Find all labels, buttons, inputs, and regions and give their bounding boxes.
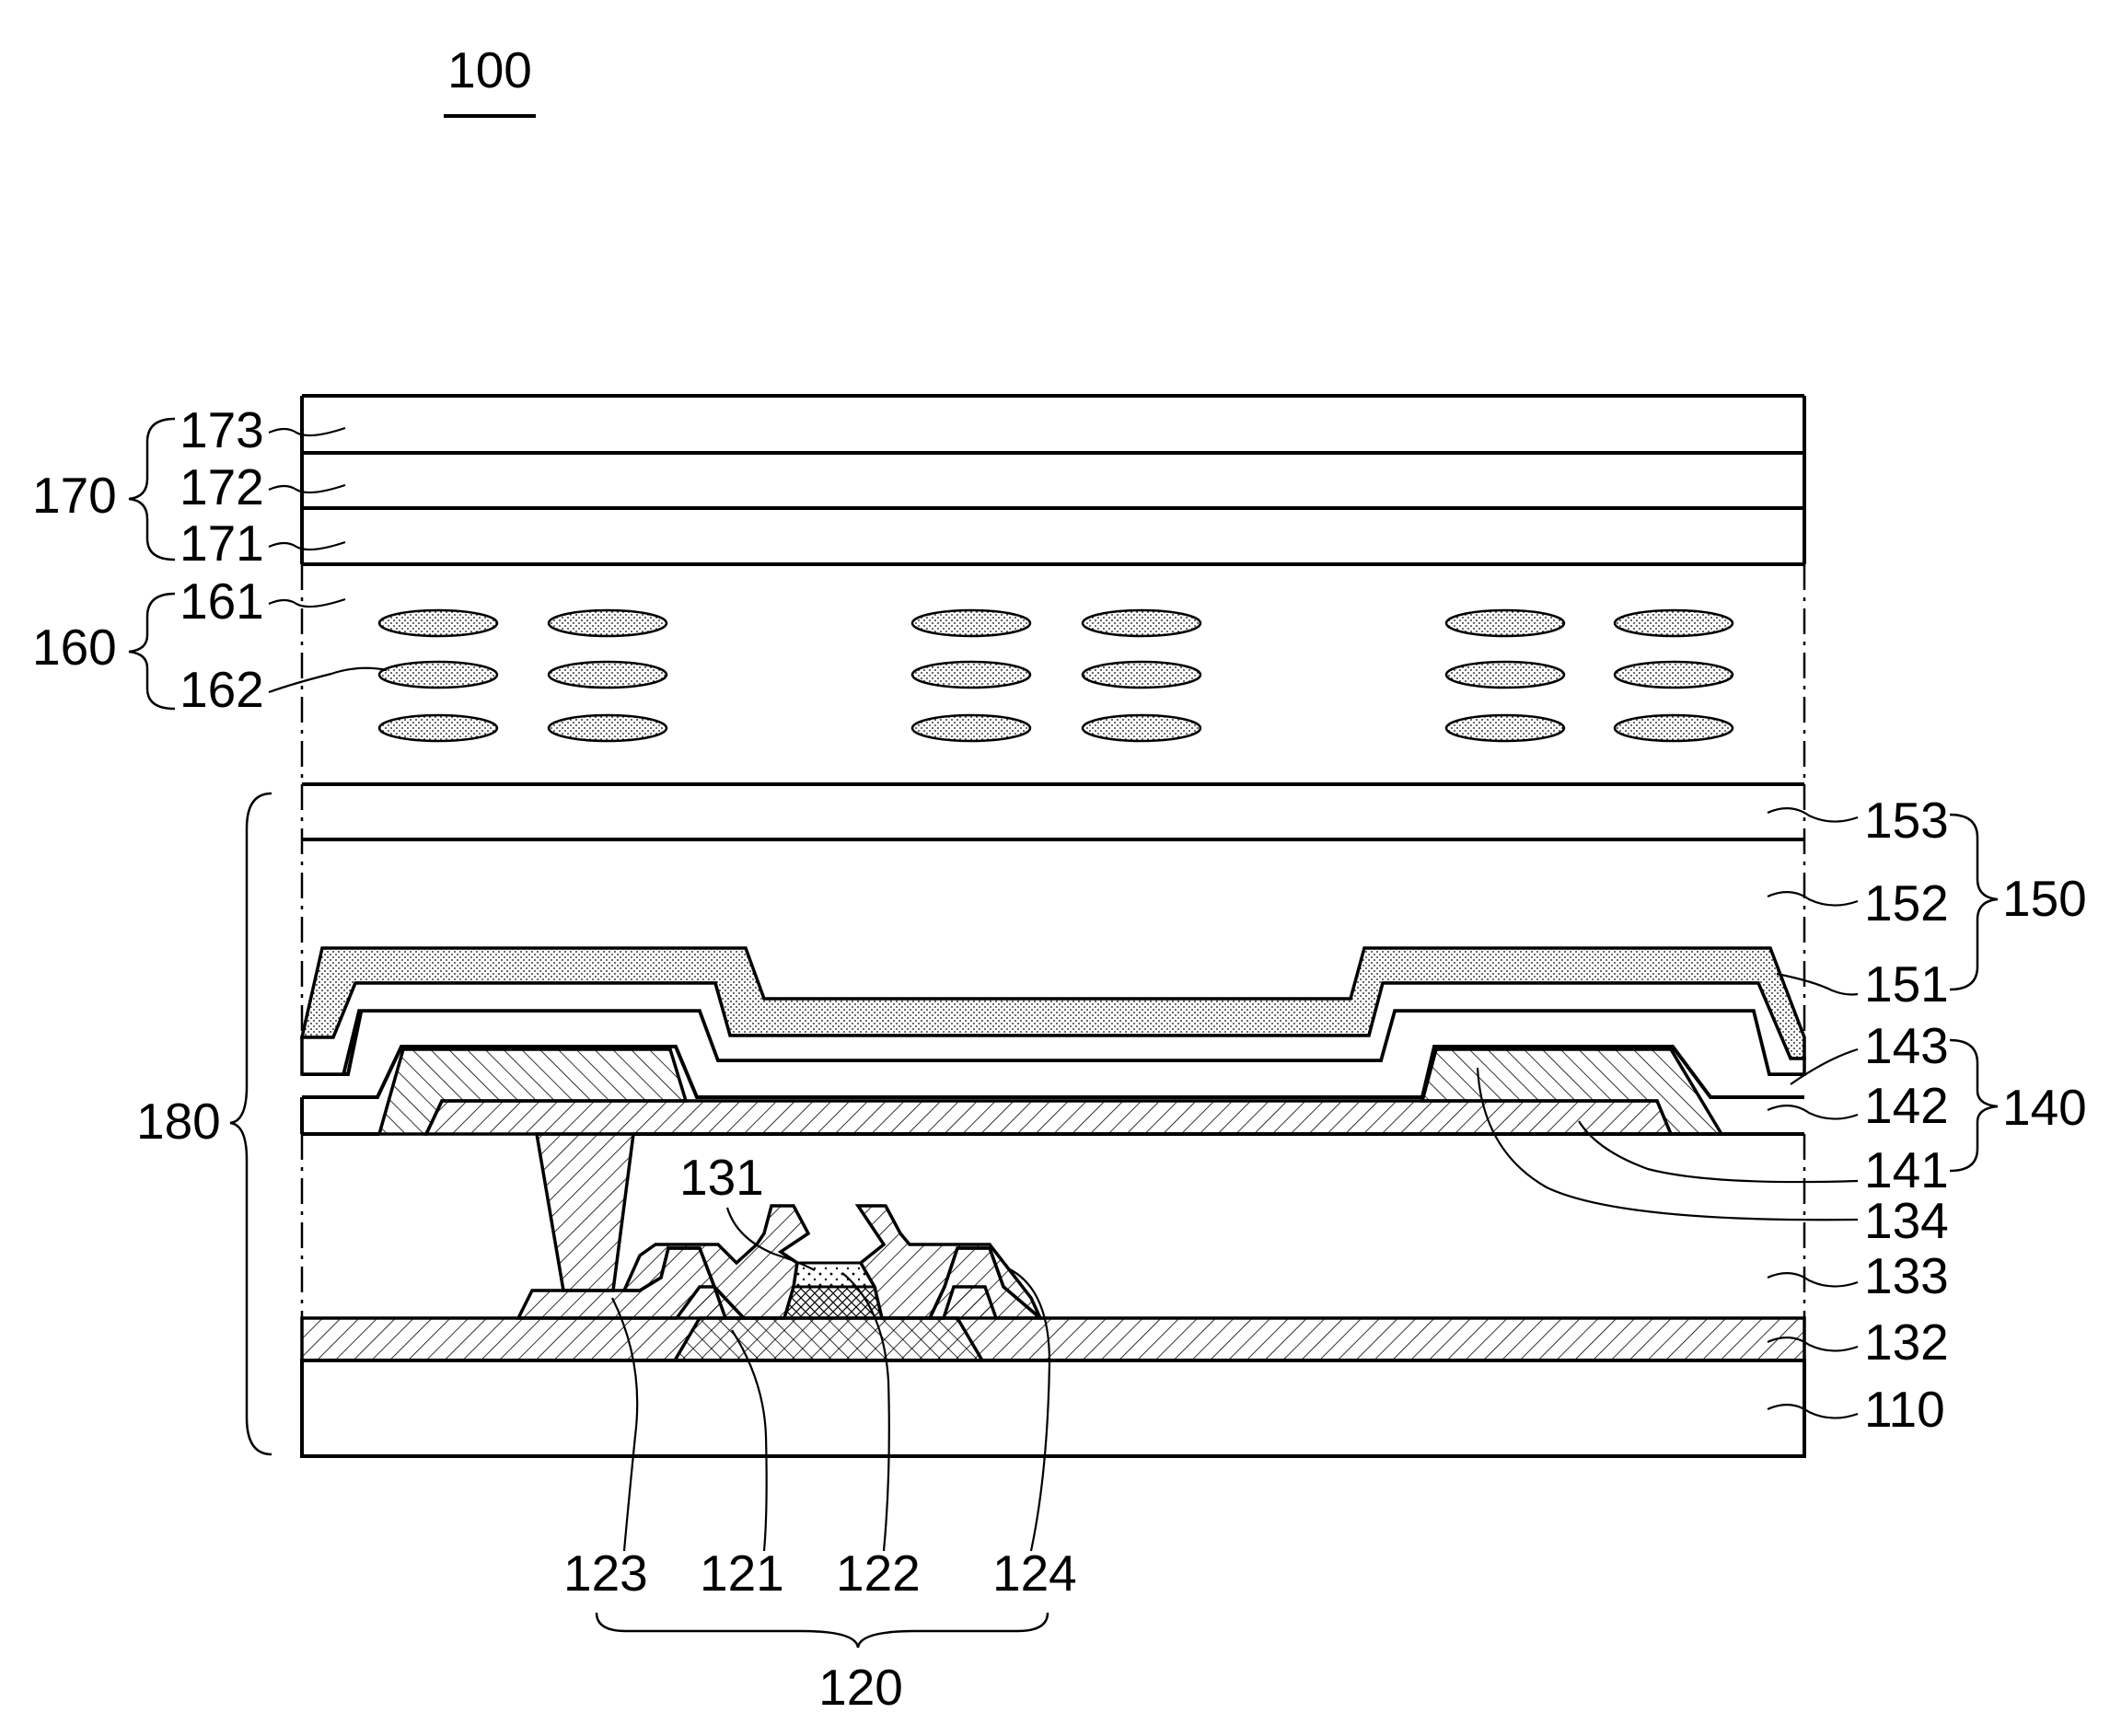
label-161: 161: [180, 573, 264, 630]
lc-molecule: [1446, 715, 1564, 741]
lc-molecule: [549, 715, 667, 741]
label-171: 171: [180, 515, 264, 572]
label-131: 131: [679, 1149, 764, 1206]
label-122: 122: [836, 1545, 921, 1602]
label-160: 160: [32, 619, 117, 676]
label-134: 134: [1864, 1192, 1949, 1249]
lc-molecule: [912, 715, 1030, 741]
label-151: 151: [1864, 955, 1949, 1013]
lc-molecule: [1615, 662, 1733, 688]
lc-molecule: [379, 715, 497, 741]
liquid-crystal-molecules: [379, 610, 1733, 741]
label-110: 110: [1864, 1381, 1945, 1438]
lc-molecule: [1615, 715, 1733, 741]
labels-160-group: 161 162 160: [32, 573, 387, 718]
lc-molecule: [1615, 610, 1733, 636]
labels-150-group: 153 152 151 150: [1768, 792, 2087, 1013]
label-124: 124: [992, 1545, 1077, 1602]
lc-molecule: [912, 610, 1030, 636]
lc-molecule: [1446, 662, 1564, 688]
gate-electrode-121: [675, 1318, 982, 1360]
lc-molecule: [549, 610, 667, 636]
label-142: 142: [1864, 1077, 1949, 1134]
label-170: 170: [32, 467, 117, 524]
lc-molecule: [549, 662, 667, 688]
polarizer-170: [302, 396, 1804, 564]
label-143: 143: [1864, 1017, 1949, 1074]
lc-molecule: [379, 610, 497, 636]
label-133: 133: [1864, 1247, 1949, 1304]
label-141: 141: [1864, 1141, 1949, 1198]
label-140: 140: [2002, 1079, 2087, 1136]
label-121: 121: [700, 1545, 784, 1602]
passivation-layer-133: [302, 1134, 1804, 1318]
label-180: 180: [136, 1093, 221, 1150]
lc-molecule: [1083, 610, 1200, 636]
label-153: 153: [1864, 792, 1949, 849]
liquid-crystal-layer-160: [302, 564, 1804, 784]
lc-molecule: [1083, 715, 1200, 741]
label-123: 123: [563, 1545, 648, 1602]
lc-molecule: [1083, 662, 1200, 688]
label-150: 150: [2002, 870, 2087, 927]
lc-molecule: [379, 662, 497, 688]
label-120: 120: [818, 1659, 903, 1716]
contact-via: [537, 1134, 633, 1290]
label-172: 172: [180, 458, 264, 515]
label-180-group: 180: [136, 793, 272, 1454]
label-152: 152: [1864, 874, 1949, 932]
substrate-110: [302, 1360, 1804, 1456]
label-162: 162: [180, 661, 264, 718]
label-173: 173: [180, 401, 264, 458]
figure-number: 100: [447, 41, 532, 98]
lc-molecule: [1446, 610, 1564, 636]
labels-170-group: 173 172 171 170: [32, 401, 345, 572]
label-132: 132: [1864, 1314, 1949, 1371]
lc-molecule: [912, 662, 1030, 688]
